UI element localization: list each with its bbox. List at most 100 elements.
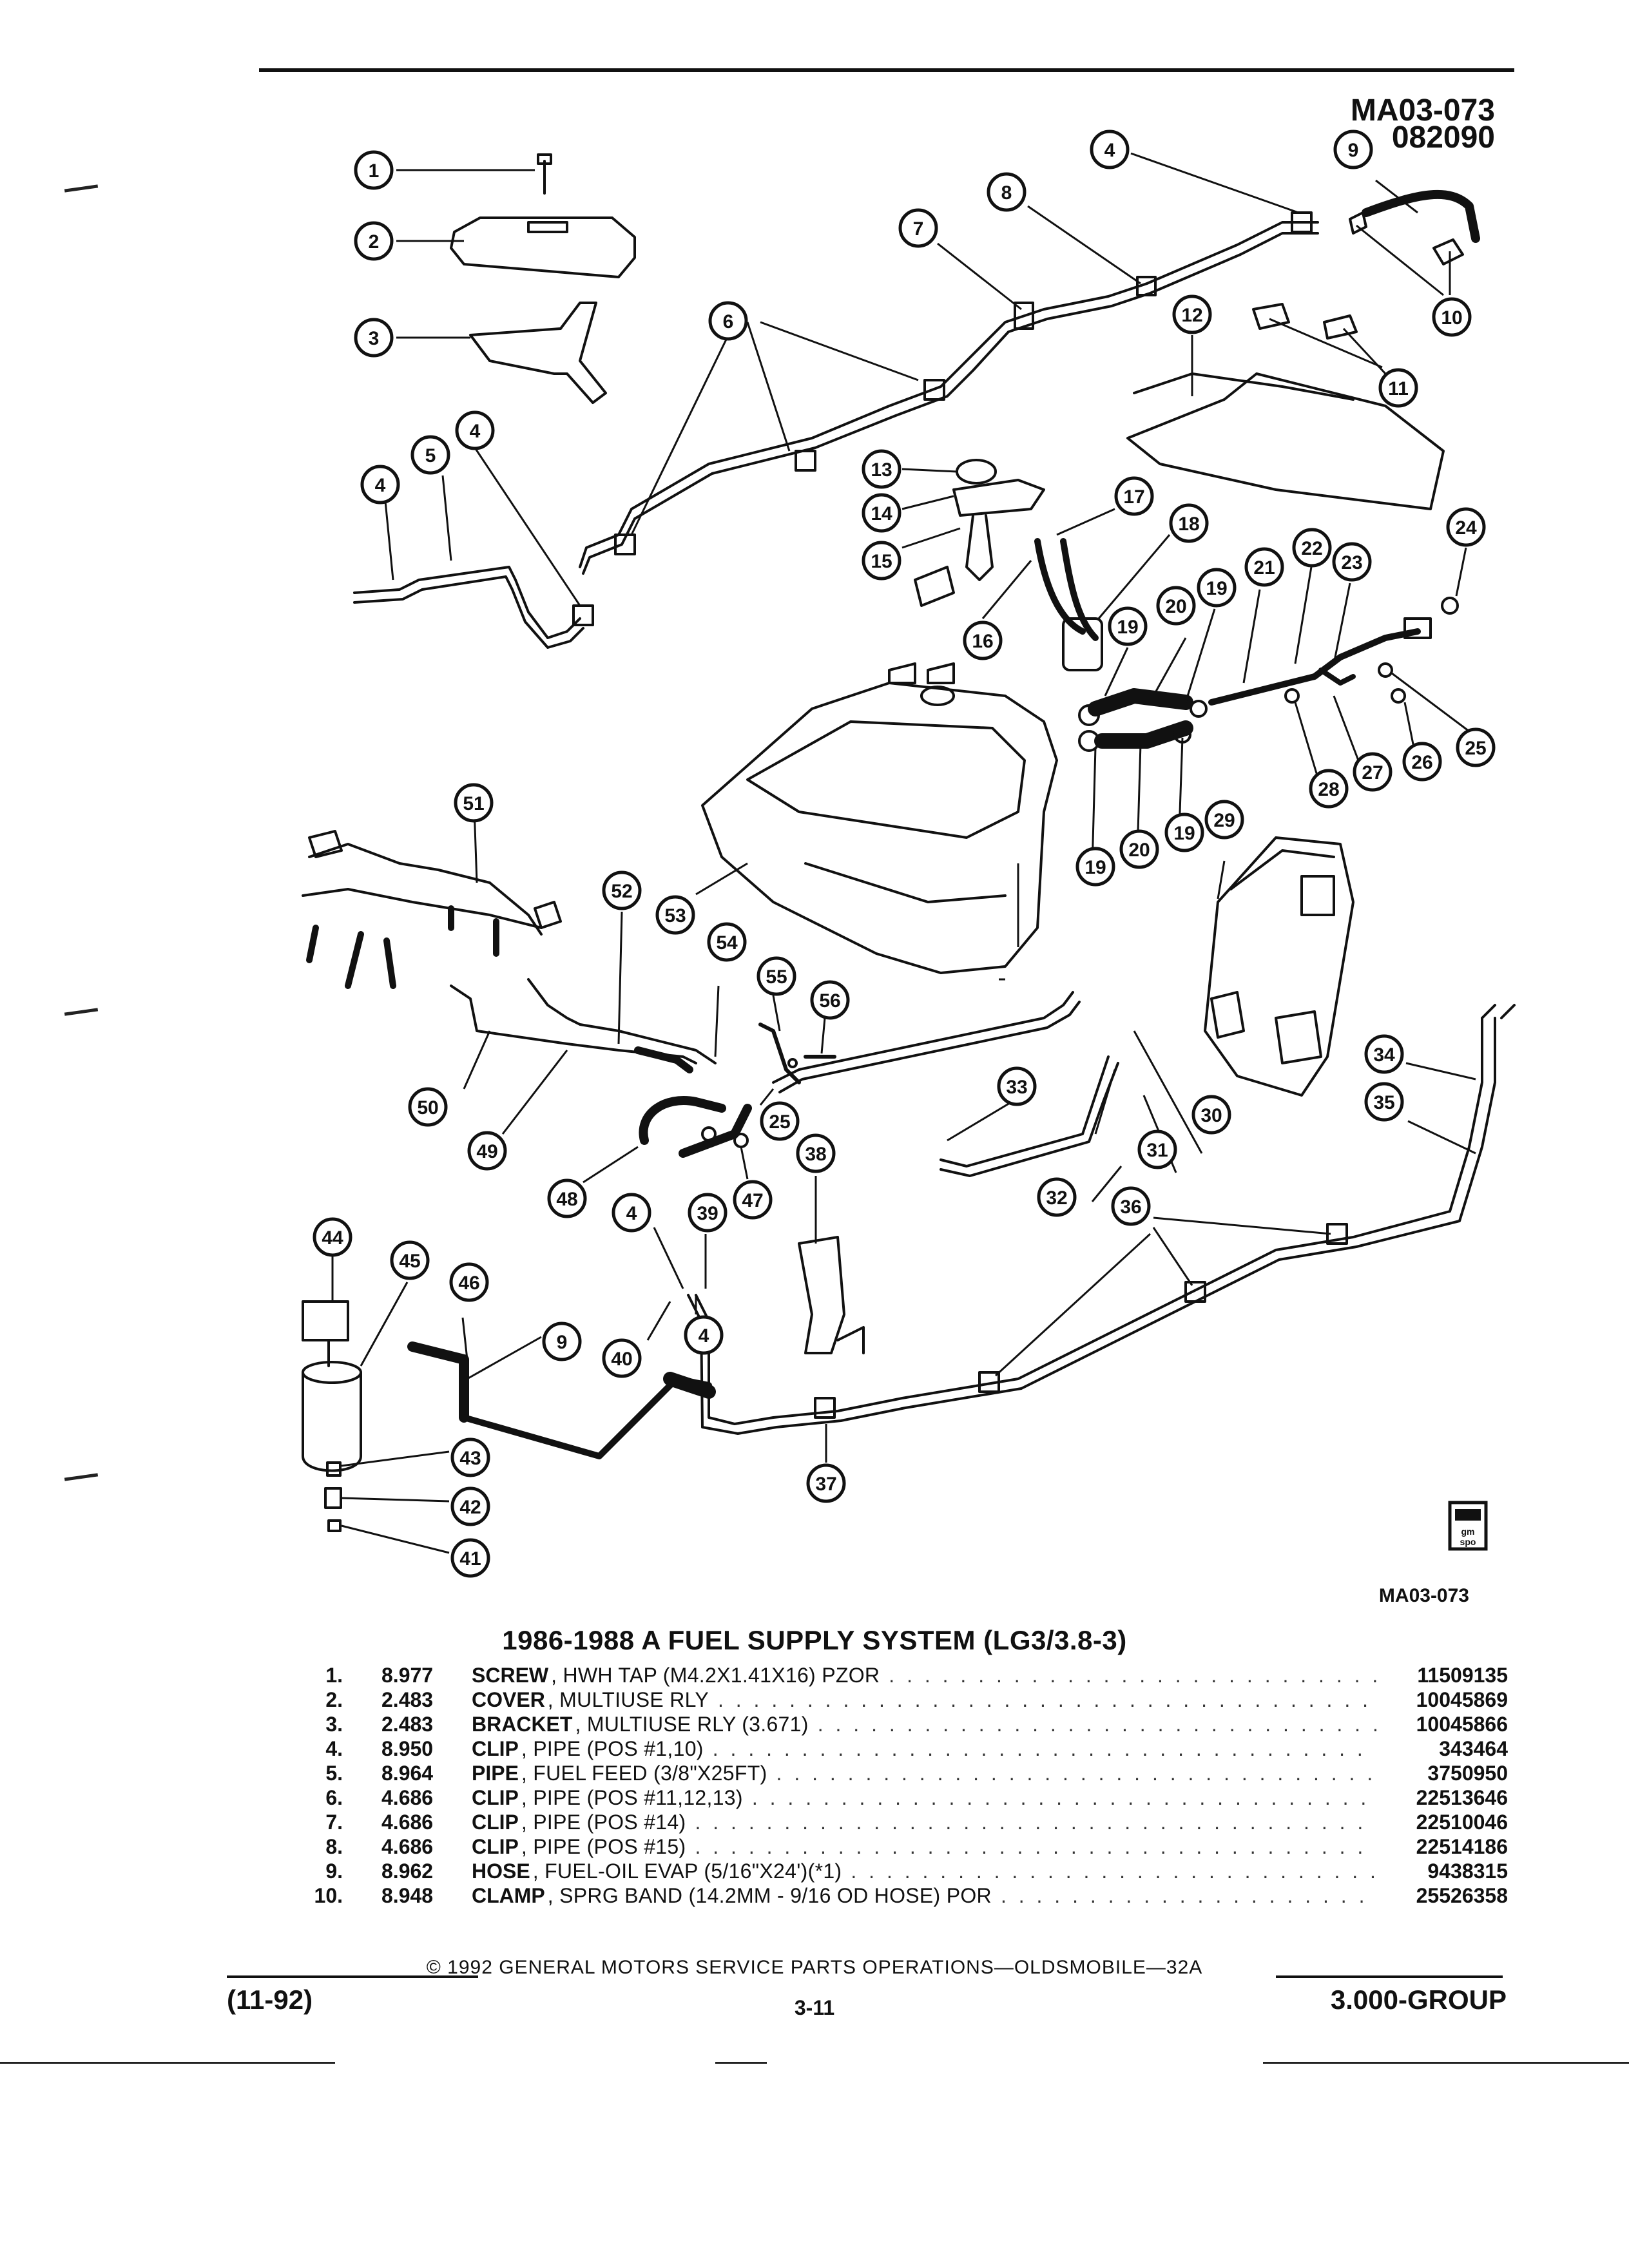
- callout-label: 19: [1173, 823, 1195, 844]
- callout-label: 31: [1146, 1140, 1168, 1161]
- footer-rule-left: [227, 1975, 478, 1978]
- part-number: 9438315: [1427, 1860, 1508, 1883]
- parts-row: 9. 8.962 HOSE , FUEL-OIL EVAP (5/16"X24'…: [271, 1860, 1508, 1884]
- callout-43: [450, 1437, 490, 1477]
- callout-label: 38: [805, 1144, 826, 1165]
- leader-dots: . . . . . . . . . . . . . . . . . . . . …: [695, 1835, 1376, 1858]
- callout-label: 20: [1165, 596, 1186, 617]
- callout-29: [1204, 800, 1244, 840]
- part-name: CLIP: [472, 1737, 519, 1760]
- callout-label: 49: [476, 1141, 497, 1162]
- part-name: HOSE: [472, 1860, 530, 1883]
- callout-3: [354, 318, 394, 358]
- section-number: 4.686: [381, 1835, 434, 1858]
- callout-label: 52: [611, 881, 632, 902]
- part-description: , PIPE (POS #14): [521, 1811, 686, 1834]
- section-number: 2.483: [381, 1688, 434, 1711]
- callout-label: 4: [375, 475, 386, 496]
- leader-dots: . . . . . . . . . . . . . . . . . . . . …: [712, 1737, 1376, 1760]
- section-number: 8.977: [381, 1664, 434, 1687]
- callout-label: 16: [972, 631, 993, 652]
- callout-42: [450, 1486, 490, 1526]
- callout-label: 34: [1373, 1044, 1395, 1066]
- callout-label: 23: [1341, 552, 1362, 573]
- section-number: 8.962: [381, 1860, 434, 1883]
- part-description: , SPRG BAND (14.2MM - 9/16 OD HOSE) POR: [547, 1884, 992, 1907]
- callout-19d: [1164, 812, 1204, 852]
- leader-dots: . . . . . . . . . . . . . . . . . . . . …: [817, 1713, 1376, 1736]
- item-number: 6.: [325, 1786, 343, 1809]
- callout-1: [354, 150, 394, 190]
- callout-label: 51: [463, 793, 484, 814]
- callout-label: 41: [459, 1548, 481, 1570]
- callout-label: 54: [716, 932, 738, 954]
- callout-label: 56: [819, 990, 840, 1012]
- item-number: 4.: [325, 1737, 343, 1760]
- callout-label: 47: [742, 1190, 763, 1211]
- callout-label: 2: [369, 231, 380, 253]
- part-description: , FUEL-OIL EVAP (5/16"X24')(*1): [532, 1860, 842, 1883]
- callout-10: [1432, 297, 1472, 337]
- part-name: PIPE: [472, 1762, 519, 1785]
- parts-row: 2. 2.483 COVER , MULTIUSE RLY . . . . . …: [271, 1688, 1508, 1713]
- part-number: 10045869: [1416, 1688, 1508, 1711]
- part-name: CLIP: [472, 1835, 519, 1858]
- callout-11: [1378, 368, 1418, 408]
- callout-9: [1333, 130, 1373, 169]
- callout-label: 18: [1178, 514, 1199, 535]
- callout-label: 19: [1084, 857, 1106, 878]
- item-number: 5.: [325, 1762, 343, 1785]
- copyright-notice: © 1992 GENERAL MOTORS SERVICE PARTS OPER…: [426, 1957, 1203, 1978]
- callout-label: 30: [1200, 1105, 1222, 1126]
- diagram-bottom-code: MA03-073: [1378, 1585, 1469, 1606]
- part-number: 3750950: [1427, 1762, 1508, 1785]
- section-title: 1986-1988 A FUEL SUPPLY SYSTEM (LG3/3.8-…: [502, 1625, 1127, 1655]
- part-number: 22513646: [1416, 1786, 1508, 1809]
- callout-23: [1332, 542, 1372, 582]
- callout-label: 19: [1206, 578, 1227, 599]
- callout-label: 7: [913, 218, 924, 240]
- item-number: 1.: [325, 1664, 343, 1687]
- callout-19c: [1075, 847, 1115, 887]
- part-name: COVER: [472, 1688, 545, 1711]
- callout-37: [806, 1463, 846, 1503]
- parts-row: 3. 2.483 BRACKET , MULTIUSE RLY (3.671) …: [271, 1713, 1508, 1737]
- leader-dots: . . . . . . . . . . . . . . . . . . . . …: [695, 1811, 1376, 1834]
- callout-label: 35: [1373, 1092, 1394, 1113]
- callout-45: [390, 1240, 430, 1280]
- callout-7: [898, 208, 938, 248]
- callout-label: 25: [1465, 738, 1486, 759]
- callout-label: 24: [1455, 517, 1477, 539]
- scan-mark: [0, 2062, 335, 2064]
- callout-label: 43: [459, 1448, 481, 1469]
- revision-date: (11-92): [227, 1984, 313, 2015]
- callout-label: 14: [871, 503, 892, 524]
- callout-8: [987, 172, 1027, 212]
- part-description: , PIPE (POS #15): [521, 1835, 686, 1858]
- footer-rule-right: [1276, 1975, 1503, 1978]
- callout-2: [354, 221, 394, 261]
- fuel-system-diagram: 1 2 3 4 9 8 7 10 6 12 11 13 14 15 16 17 …: [302, 130, 1516, 1578]
- callout-label: 40: [611, 1349, 632, 1370]
- callout-33: [997, 1066, 1037, 1106]
- callout-label: 39: [697, 1203, 718, 1224]
- svg-text:spo: spo: [1460, 1537, 1476, 1547]
- part-description: , MULTIUSE RLY (3.671): [575, 1713, 809, 1736]
- callout-27: [1353, 752, 1393, 792]
- callout-52: [602, 870, 642, 910]
- callout-label: 4: [699, 1325, 709, 1347]
- callout-label: 44: [322, 1227, 343, 1249]
- callout-12: [1172, 294, 1212, 334]
- part-number: 343464: [1439, 1737, 1508, 1760]
- callout-32: [1037, 1177, 1077, 1217]
- leader-dots: . . . . . . . . . . . . . . . . . . . . …: [1000, 1884, 1376, 1907]
- callout-21: [1244, 547, 1284, 587]
- callout-label: 29: [1213, 810, 1235, 831]
- group-number: 3.000-GROUP: [1330, 1984, 1507, 2015]
- parts-row: 5. 8.964 PIPE , FUEL FEED (3/8"X25FT) . …: [271, 1762, 1508, 1786]
- callout-label: 37: [815, 1474, 836, 1495]
- callout-label: 11: [1388, 378, 1409, 399]
- callout-label: 8: [1001, 182, 1012, 204]
- callout-label: 3: [369, 328, 380, 349]
- callout-label: 20: [1128, 840, 1150, 861]
